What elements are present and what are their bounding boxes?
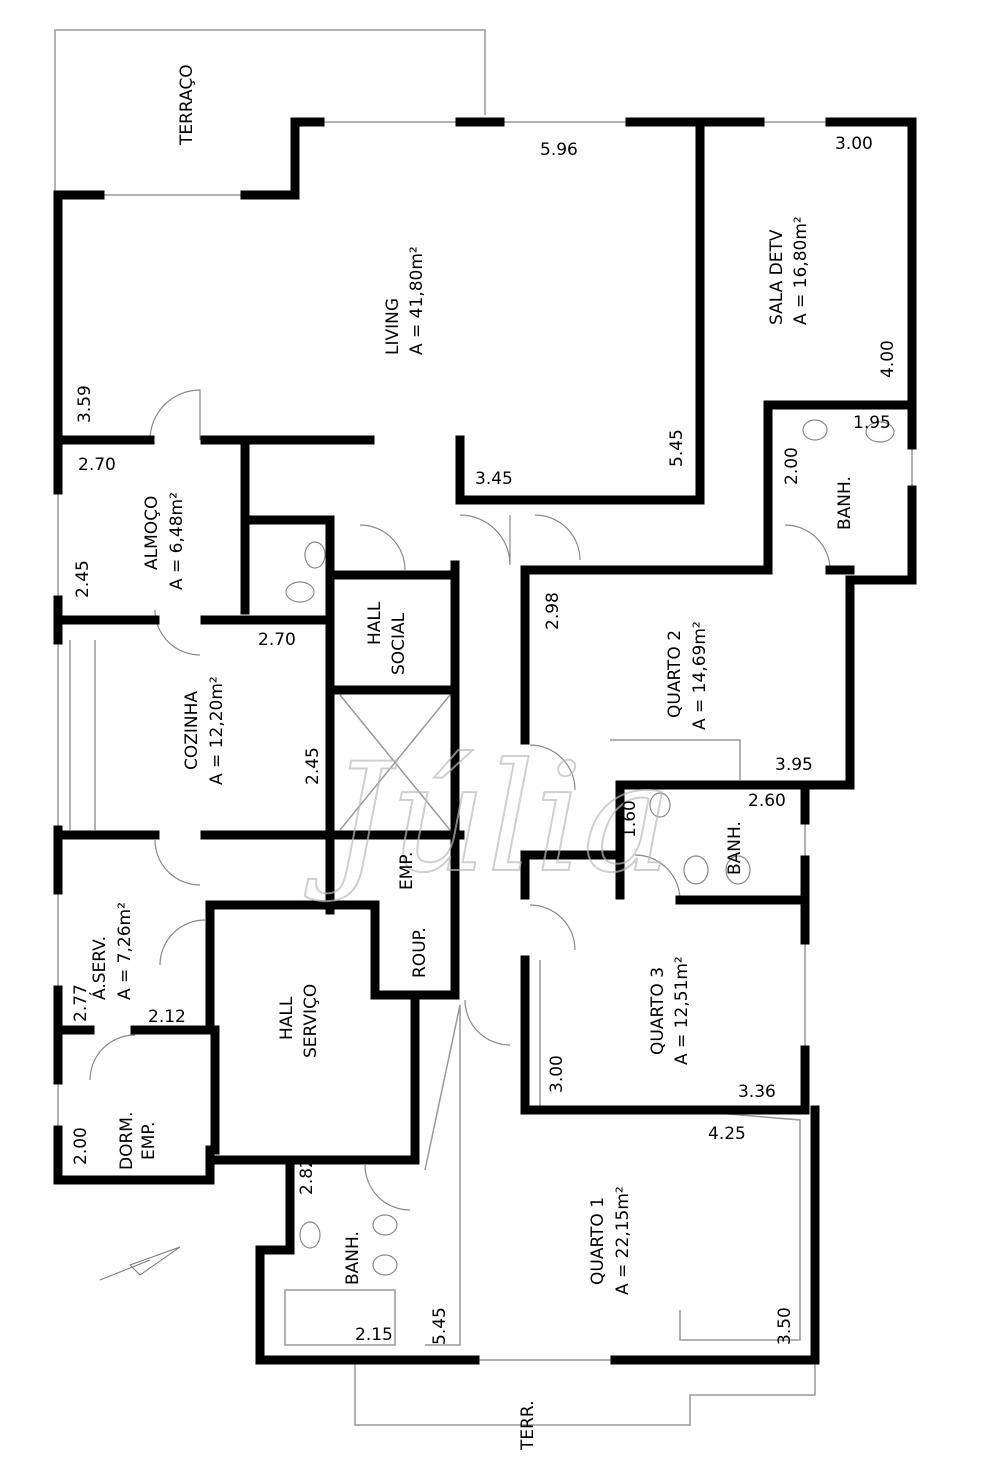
quarto3-name: QUARTO 3 bbox=[648, 967, 668, 1055]
door-swings bbox=[89, 389, 831, 1211]
dim-banh-top-h: 2.00 bbox=[782, 447, 802, 485]
almoco-area: A = 6,48m² bbox=[167, 492, 187, 590]
dim-quarto1-w: 4.25 bbox=[708, 1124, 746, 1144]
dim-almoco-h: 2.45 bbox=[73, 560, 93, 598]
sink-icon bbox=[649, 792, 671, 818]
toilet-icon bbox=[285, 581, 315, 603]
dim-living-w: 5.96 bbox=[540, 140, 578, 160]
quarto1-name: QUARTO 1 bbox=[588, 1197, 608, 1285]
toilet-icon bbox=[683, 855, 709, 885]
quarto3-area: A = 12,51m² bbox=[672, 956, 692, 1065]
dim-quarto3-w: 3.36 bbox=[738, 1082, 776, 1102]
roup-label: ROUP. bbox=[410, 927, 430, 978]
dorm-emp-line1: DORM. bbox=[117, 1112, 137, 1170]
living-area: A = 41,80m² bbox=[407, 246, 427, 355]
dim-aserv-h: 2.77 bbox=[71, 984, 91, 1022]
bidet-icon bbox=[725, 855, 751, 885]
dim-tv-h: 4.00 bbox=[878, 340, 898, 378]
toilet-icon bbox=[372, 1214, 398, 1236]
toilet-icon bbox=[865, 421, 895, 443]
sink-icon bbox=[802, 419, 828, 441]
dim-banh-top-w: 1.95 bbox=[853, 413, 891, 433]
hall-social-line1: HALL bbox=[365, 601, 385, 645]
terraco-label: TERRAÇO bbox=[177, 64, 197, 146]
dim-almoco-w: 2.70 bbox=[78, 455, 116, 475]
dim-banh-mid-h: 1.60 bbox=[620, 800, 640, 838]
dim-cozinha-h: 2.45 bbox=[303, 747, 323, 785]
dim-quarto1-h: 3.50 bbox=[775, 1307, 795, 1345]
thin-outlines bbox=[54, 29, 913, 1426]
dim-quarto1-left: 5.45 bbox=[430, 1307, 450, 1345]
north-arrow-icon bbox=[99, 1246, 181, 1281]
dim-quarto2-h: 2.98 bbox=[543, 592, 563, 630]
dim-dorm-h: 2.00 bbox=[71, 1127, 91, 1165]
dim-living-h: 5.45 bbox=[667, 429, 687, 467]
cozinha-name: COZINHA bbox=[182, 691, 202, 770]
bidet-icon bbox=[372, 1254, 398, 1276]
dimension-labels: 5.96 5.45 3.59 3.45 3.00 4.00 1.95 2.00 … bbox=[71, 134, 898, 1345]
dim-living-notch: 3.45 bbox=[475, 469, 513, 489]
quarto1-area: A = 22,15m² bbox=[613, 1186, 633, 1295]
emp-label: EMP. bbox=[397, 852, 417, 890]
walls bbox=[53, 117, 917, 1365]
hall-servico-line1: HALL bbox=[277, 996, 297, 1040]
dim-banh-bottom-w: 2.15 bbox=[355, 1325, 393, 1345]
hall-social-line2: SOCIAL bbox=[389, 612, 409, 675]
dim-aserv-w: 2.12 bbox=[148, 1007, 186, 1027]
hall-servico-line2: SERVIÇO bbox=[301, 984, 321, 1058]
dim-banh-bottom-h: 2.82 bbox=[297, 1157, 317, 1195]
quarto2-area: A = 14,69m² bbox=[690, 621, 710, 730]
dim-cozinha-w: 2.70 bbox=[258, 630, 296, 650]
living-name: LIVING bbox=[383, 298, 403, 355]
dim-tv-w: 3.00 bbox=[835, 134, 873, 154]
sala-tv-area: A = 16,80m² bbox=[791, 216, 811, 325]
cozinha-area: A = 12,20m² bbox=[207, 676, 227, 785]
sink-icon bbox=[304, 541, 326, 569]
room-labels: TERRAÇO LIVING A = 41,80m² SALA DETV A =… bbox=[88, 64, 855, 1451]
terr-label: TERR. bbox=[518, 1400, 538, 1451]
banh-top-label: BANH. bbox=[835, 476, 855, 530]
aserv-area: A = 7,26m² bbox=[115, 902, 135, 1000]
almoco-name: ALMOÇO bbox=[142, 496, 162, 570]
aserv-name: Á.SERV. bbox=[88, 936, 110, 1000]
watermark-text: Júlia bbox=[304, 732, 672, 906]
dim-banh-mid-w: 2.60 bbox=[748, 791, 786, 811]
banh-mid-label: BANH. bbox=[725, 821, 745, 875]
sala-tv-name: SALA DETV bbox=[767, 229, 787, 325]
dim-quarto3-h: 3.00 bbox=[547, 1055, 567, 1093]
dorm-emp-line2: EMP. bbox=[139, 1122, 159, 1160]
quarto2-name: QUARTO 2 bbox=[665, 630, 685, 718]
dim-quarto2-w: 3.95 bbox=[775, 755, 813, 775]
sink-icon bbox=[299, 1221, 321, 1249]
banh-bottom-label: BANH. bbox=[343, 1231, 363, 1285]
dim-living-left: 3.59 bbox=[75, 385, 95, 423]
fixtures bbox=[99, 419, 895, 1281]
